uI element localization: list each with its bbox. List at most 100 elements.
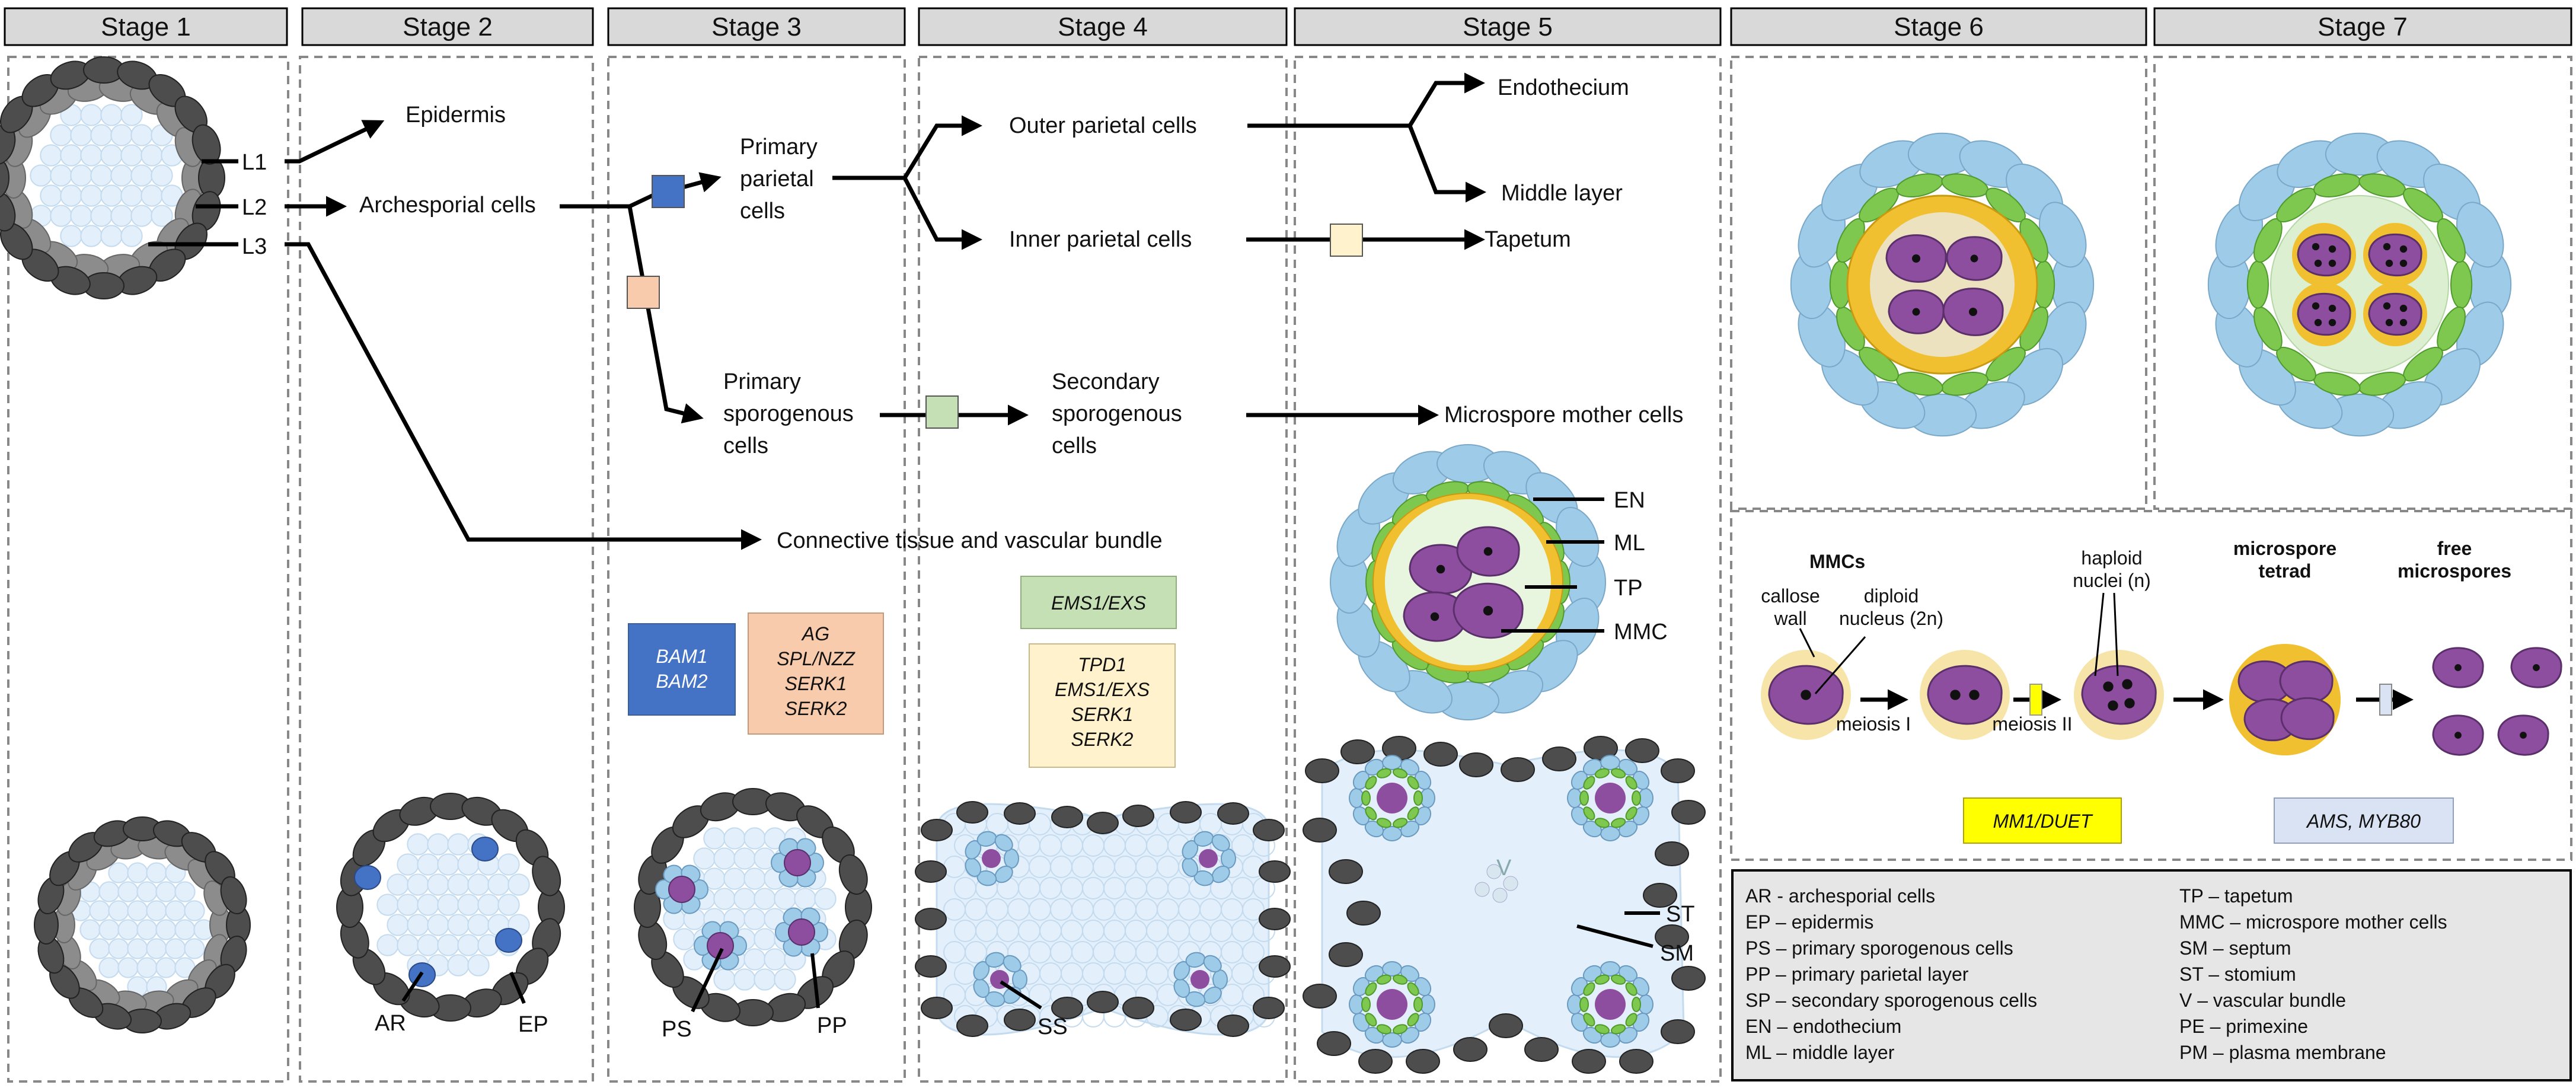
- middle-layer-cell: [1583, 1013, 1595, 1027]
- inner-cell: [136, 881, 158, 902]
- endothecium-cell: [1600, 1032, 1620, 1048]
- vascular-cell: [1492, 888, 1508, 903]
- nucleus: [2328, 245, 2336, 253]
- nucleus: [1912, 254, 1920, 263]
- archesporial-cell: [354, 865, 381, 890]
- nucleus: [2454, 664, 2462, 671]
- inner-cell: [723, 867, 746, 890]
- stage5-section: [1303, 736, 1706, 1074]
- primary-sporogenous-line1: Primary: [723, 369, 801, 394]
- tetrad-cell: [2280, 697, 2335, 741]
- inner-cell: [733, 968, 756, 991]
- middle-layer-cell: [1594, 974, 1610, 985]
- tetrad: [2297, 233, 2351, 277]
- inner-cell: [108, 900, 129, 921]
- middle-layer-cell: [1361, 997, 1371, 1012]
- inner-cell: [754, 928, 776, 950]
- epidermis-cell: [1661, 758, 1695, 783]
- legend-item: PS – primary sporogenous cells: [1745, 937, 2013, 959]
- nucleus: [2314, 318, 2322, 327]
- inner-cell: [98, 919, 120, 940]
- epidermis-cell: [1051, 806, 1083, 828]
- inner-cell: [98, 881, 120, 902]
- epidermis-cell: [1305, 758, 1339, 783]
- epidermis-cell: [1655, 841, 1689, 866]
- nucleus: [2454, 732, 2462, 739]
- inner-cell: [814, 888, 837, 910]
- inner-cell: [60, 225, 82, 247]
- nucleus: [2520, 732, 2527, 739]
- inner-cell: [50, 124, 72, 146]
- inner-cell: [60, 144, 82, 167]
- middle-layer-cell: [1594, 818, 1610, 828]
- middle-layer-label: Middle layer: [1501, 181, 1623, 206]
- sporogenous-cell: [1199, 849, 1218, 868]
- inner-cell: [743, 867, 766, 890]
- vascular-cell: [1474, 882, 1490, 897]
- inner-cell: [387, 873, 409, 896]
- haploid-line1: haploid: [2081, 547, 2142, 569]
- inner-cell: [60, 184, 82, 207]
- stage-headers: Stage 1 Stage 2 Stage 3 Stage 4 Stage 5 …: [4, 7, 2572, 46]
- inner-cell: [407, 833, 429, 856]
- epidermis-cell: [915, 955, 947, 978]
- endothecium-label: Endothecium: [1498, 75, 1629, 100]
- inner-cell: [174, 881, 196, 902]
- inner-cell: [417, 894, 439, 916]
- haploid-line2: nuclei (n): [2073, 570, 2151, 591]
- sm-label: SM: [1660, 941, 1694, 966]
- ems-text: EMS1/EXS: [1051, 592, 1146, 614]
- callose-wall: [1870, 212, 2015, 357]
- ams-text: AMS, MYB80: [2306, 811, 2421, 832]
- locule-inner: [2270, 195, 2449, 374]
- middle-layer-cell: [1407, 982, 1419, 996]
- nucleus: [2399, 245, 2408, 253]
- epidermis-cell: [1087, 812, 1119, 834]
- middle-layer-cell: [2246, 260, 2269, 309]
- inner-cell: [127, 900, 148, 921]
- tetrad: [2368, 233, 2422, 277]
- ag-gene-box: [748, 612, 884, 735]
- ml-label: ML: [1614, 531, 1645, 556]
- parietal-cell: [1003, 955, 1022, 973]
- tp-label: TP: [1614, 576, 1643, 601]
- nucleus: [2328, 259, 2336, 267]
- primary-sporogenous-line2: sporogenous: [723, 401, 854, 426]
- inner-cell: [743, 908, 766, 930]
- middle-layer-cell: [1579, 790, 1589, 806]
- nucleus: [2399, 259, 2408, 267]
- middle-layer-cell: [1413, 790, 1423, 806]
- mm1-marker: [2029, 684, 2042, 716]
- inner-cell: [146, 938, 167, 959]
- primary-sporogenous-line3: cells: [723, 433, 768, 458]
- inner-cell: [447, 954, 470, 977]
- inner-cell: [130, 205, 153, 227]
- parietal-cell: [1211, 834, 1230, 852]
- nucleus: [1912, 308, 1920, 316]
- parietal-cell: [994, 834, 1013, 852]
- connective-label: Connective tissue and vascular bundle: [777, 528, 1163, 553]
- epidermis-cell: [921, 997, 953, 1019]
- inner-cell: [417, 934, 439, 956]
- inner-cell: [407, 873, 429, 896]
- inner-cell: [130, 164, 153, 187]
- endothecium-cell: [1382, 755, 1402, 770]
- inner-cell: [90, 164, 113, 187]
- nucleus: [1969, 690, 1980, 700]
- epidermis-cell: [532, 856, 561, 896]
- nucleus-pointer: [1814, 636, 1866, 694]
- epidermis-cell: [1259, 860, 1291, 883]
- epidermis-cell: [1619, 1049, 1654, 1074]
- inner-cell: [136, 919, 158, 940]
- diploid-line1: diploid: [1864, 585, 1919, 607]
- inner-cell: [40, 144, 62, 167]
- inner-cell: [754, 888, 776, 910]
- inner-cell: [427, 833, 449, 856]
- epidermis-cell: [956, 801, 988, 824]
- epidermis-cell: [1643, 883, 1677, 908]
- epidermis-cell: [1489, 1013, 1523, 1038]
- pointer-lines: [401, 497, 1660, 1013]
- secondary-sporogenous-line1: Secondary: [1052, 369, 1160, 394]
- ems-marker: [925, 395, 959, 429]
- parietal-cell: [1212, 969, 1228, 990]
